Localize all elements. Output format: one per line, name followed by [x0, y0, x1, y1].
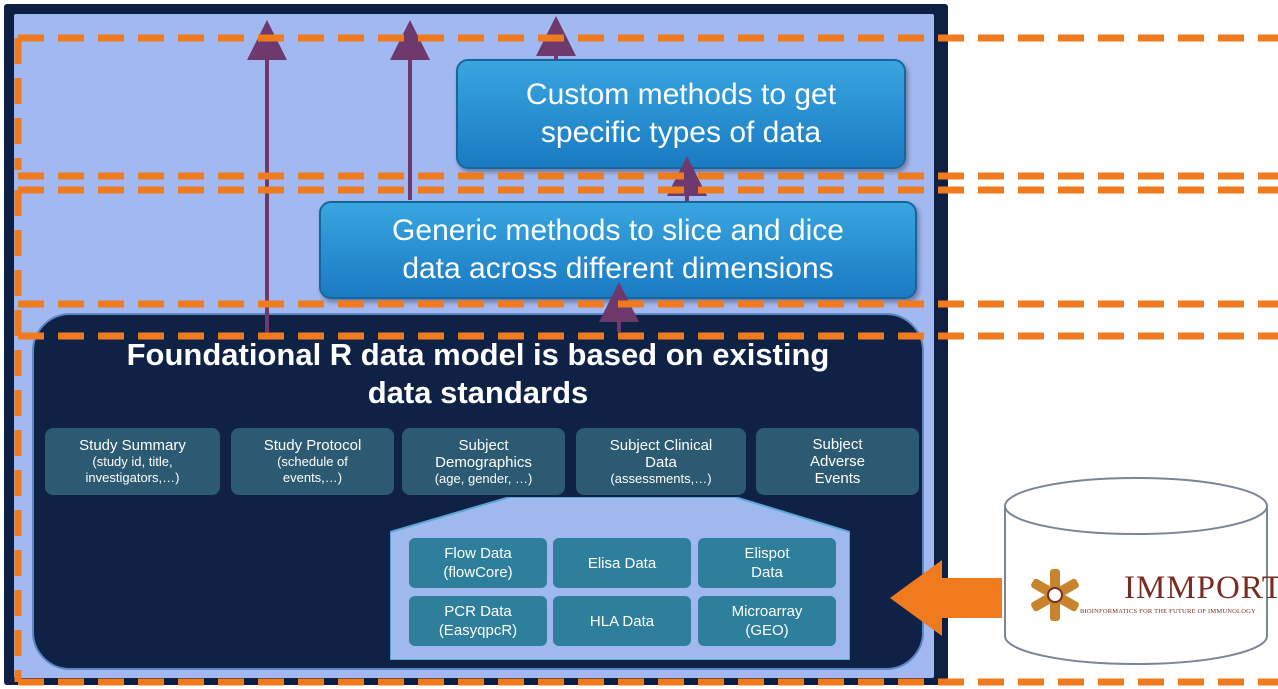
custom-methods-box: Custom methods to get specific types of …: [456, 59, 906, 169]
category-label: Data: [645, 453, 677, 471]
foundation-title-line-2: data standards: [367, 375, 589, 410]
foundation-title-line-1: Foundational R data model is based on ex…: [126, 337, 830, 372]
experiment-label: PCR Data: [444, 603, 512, 620]
experiment-label: Elisa Data: [587, 554, 657, 572]
category-detail: (assessments,…): [610, 470, 712, 486]
experiment-label: Elispot: [744, 545, 790, 562]
category-study-summary: Study Summary (study id, title, investig…: [45, 428, 220, 495]
category-label: Events: [814, 470, 861, 487]
experiment-flow-data: Flow Data (flowCore): [409, 538, 547, 588]
immport-tagline: BIOINFORMATICS FOR THE FUTURE OF IMMUNOL…: [1080, 608, 1256, 615]
experiment-label: Microarray: [731, 603, 803, 620]
category-study-protocol: Study Protocol (schedule of events,…): [231, 428, 394, 495]
experiment-microarray: Microarray (GEO): [698, 596, 836, 646]
immport-logo: IMMPORT BIOINFORMATICS FOR THE FUTURE OF…: [1030, 568, 1278, 628]
experiment-label: Data: [751, 564, 783, 581]
category-label: Subject: [812, 436, 863, 453]
category-subject-demographics: Subject Demographics (age, gender, …): [402, 428, 565, 495]
category-subject-clinical-data: Subject Clinical Data (assessments,…): [576, 428, 746, 495]
generic-methods-line-2: data across different dimensions: [402, 252, 834, 285]
experiment-label: HLA Data: [589, 612, 655, 630]
immport-logo-icon: [1031, 569, 1079, 621]
experiment-hla-data: HLA Data: [553, 596, 691, 646]
experiment-pcr-data: PCR Data (EasyqpcR): [409, 596, 547, 646]
category-detail: (age, gender, …): [434, 470, 533, 486]
category-detail: (study id, title,: [92, 454, 173, 469]
category-label: Study Protocol: [263, 437, 362, 454]
experiment-elispot-data: Elispot Data: [698, 538, 836, 588]
experiment-detail: (GEO): [745, 622, 789, 639]
foundation-title: Foundational R data model is based on ex…: [40, 336, 916, 412]
category-detail: (schedule of: [277, 454, 348, 469]
category-detail: investigators,…): [85, 470, 180, 485]
immport-wordmark: IMMPORT: [1124, 570, 1278, 606]
category-detail: events,…): [282, 470, 343, 485]
experiment-detail: (EasyqpcR): [438, 622, 518, 639]
category-label: Demographics: [435, 453, 532, 471]
database-icon: [1004, 477, 1268, 665]
custom-methods-line-2: specific types of data: [540, 116, 822, 149]
custom-methods-line-1: Custom methods to get: [525, 78, 837, 111]
experiment-label: Flow Data: [444, 545, 512, 562]
category-label: Adverse: [809, 453, 866, 470]
experiment-elisa-data: Elisa Data: [553, 538, 691, 588]
category-label: Study Summary: [79, 437, 186, 454]
category-label: Subject Clinical: [609, 436, 713, 454]
generic-methods-line-1: Generic methods to slice and dice: [392, 214, 844, 247]
import-arrow: [890, 560, 1002, 636]
category-subject-adverse-events: Subject Adverse Events: [756, 428, 919, 495]
category-label: Subject: [458, 436, 509, 454]
experiment-detail: (flowCore): [443, 564, 513, 581]
